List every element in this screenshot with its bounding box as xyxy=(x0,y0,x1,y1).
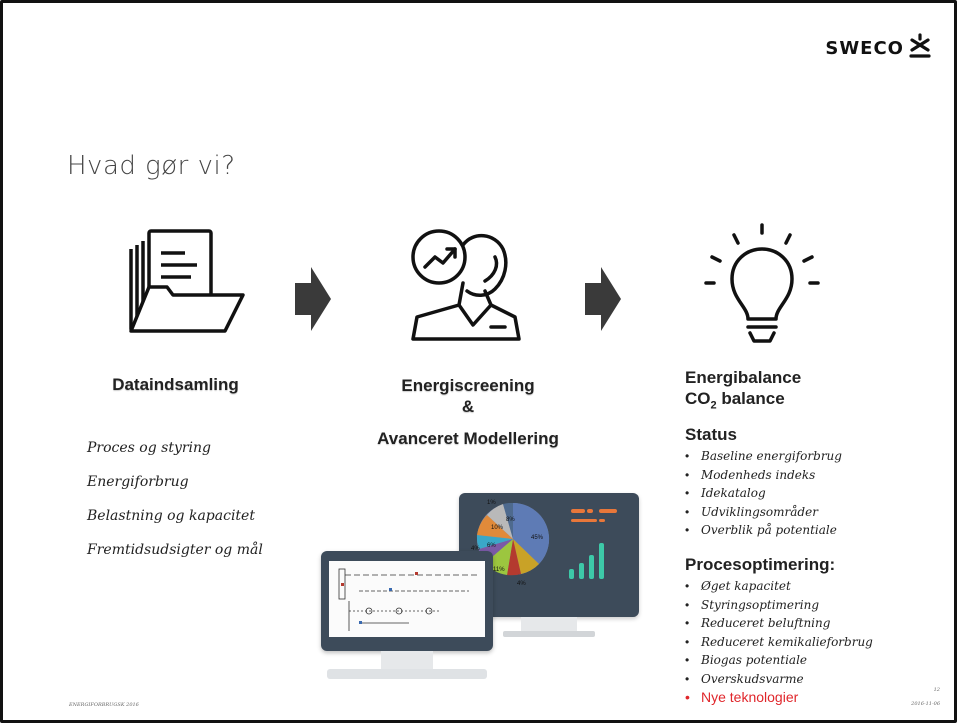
folder-documents-icon xyxy=(129,229,245,333)
footer-date: 2016-11-06 xyxy=(911,701,940,707)
status-heading: Status xyxy=(685,425,737,444)
sweco-symbol-icon xyxy=(909,33,931,58)
col1-item: Energiforbrug xyxy=(87,474,189,490)
pie-label: 4% xyxy=(517,581,526,587)
arrow-right-icon-2 xyxy=(585,267,621,331)
col1-heading: Dataindsamling xyxy=(112,375,239,394)
proces-item: Øget kapacitet xyxy=(683,577,873,596)
footer-page-number: 12 xyxy=(933,687,940,693)
co2-prefix: CO xyxy=(685,389,711,408)
dashboard-indicators xyxy=(571,509,617,522)
col1-item: Proces og styring xyxy=(87,440,212,456)
arrow-right-icon-1 xyxy=(295,267,331,331)
pie-label: 4% xyxy=(471,546,480,552)
col2-heading-line3: Avanceret Modellering xyxy=(377,429,559,448)
lightbulb-idea-icon xyxy=(704,223,820,343)
pie-slice xyxy=(477,515,513,539)
status-list: Baseline energiforbrug Modenheds indeks … xyxy=(683,447,842,540)
footer-left: ENERGIFORBRUGSK 2016 xyxy=(69,702,139,708)
pie-slice xyxy=(476,535,513,549)
monitor-base xyxy=(327,669,487,679)
monitor-stand xyxy=(521,617,577,633)
col2-heading-line2: & xyxy=(461,397,475,416)
pie-label: 6% xyxy=(487,543,496,549)
pie-label: 11% xyxy=(493,567,505,573)
proces-item-highlight: Nye teknologier xyxy=(683,688,873,707)
proces-item: Reduceret kemikalieforbrug xyxy=(683,633,873,652)
status-item: Udviklingsområder xyxy=(683,503,842,522)
col3-heading: Energibalance CO2 balance xyxy=(685,367,801,416)
pie-slice xyxy=(503,502,513,539)
procesoptimering-heading: Procesoptimering: xyxy=(685,555,836,574)
co2-subscript: 2 xyxy=(710,399,717,412)
monitor-base xyxy=(503,631,595,637)
dashboard-bars xyxy=(569,543,604,579)
pie-label: 10% xyxy=(491,525,504,531)
proces-item: Reduceret beluftning xyxy=(683,614,873,633)
status-item: Overblik på potentiale xyxy=(683,521,842,540)
proces-item: Overskudsvarme xyxy=(683,670,873,689)
co2-suffix: balance xyxy=(716,389,785,408)
procesoptimering-list: Øget kapacitet Styringsoptimering Reduce… xyxy=(683,577,873,707)
col2-heading: Energiscreening & Avanceret Modellering xyxy=(343,375,593,449)
col3-heading-line1: Energibalance xyxy=(685,368,802,387)
proces-item: Styringsoptimering xyxy=(683,596,873,615)
status-item: Idekatalog xyxy=(683,484,842,503)
logo-text: SWECO xyxy=(825,38,904,59)
process-monitor xyxy=(321,551,493,681)
co2-balance-heading: CO2 balance xyxy=(685,388,801,416)
proces-item: Biogas potentiale xyxy=(683,651,873,670)
pie-slice xyxy=(507,539,521,576)
monitor-stand xyxy=(381,651,433,671)
pie-slice xyxy=(513,539,539,574)
pie-label: 8% xyxy=(506,517,515,523)
col1-item: Belastning og kapacitet xyxy=(87,508,255,524)
sweco-logo: SWECO xyxy=(825,33,932,59)
page-title: Hvad gør vi? xyxy=(67,151,236,181)
pie-label: 1% xyxy=(487,500,496,506)
pie-slice xyxy=(487,504,513,539)
col2-heading-line1: Energiscreening xyxy=(401,376,535,395)
col1-item: Fremtidsudsigter og mål xyxy=(87,542,263,558)
status-item: Baseline energiforbrug xyxy=(683,447,842,466)
status-item: Modenheds indeks xyxy=(683,466,842,485)
col1-list: Proces og styring Energiforbrug Belastni… xyxy=(87,431,263,567)
analyst-person-icon xyxy=(411,229,521,341)
pie-slice xyxy=(513,502,550,564)
process-diagram xyxy=(329,561,485,637)
pie-label: 45% xyxy=(531,535,544,541)
